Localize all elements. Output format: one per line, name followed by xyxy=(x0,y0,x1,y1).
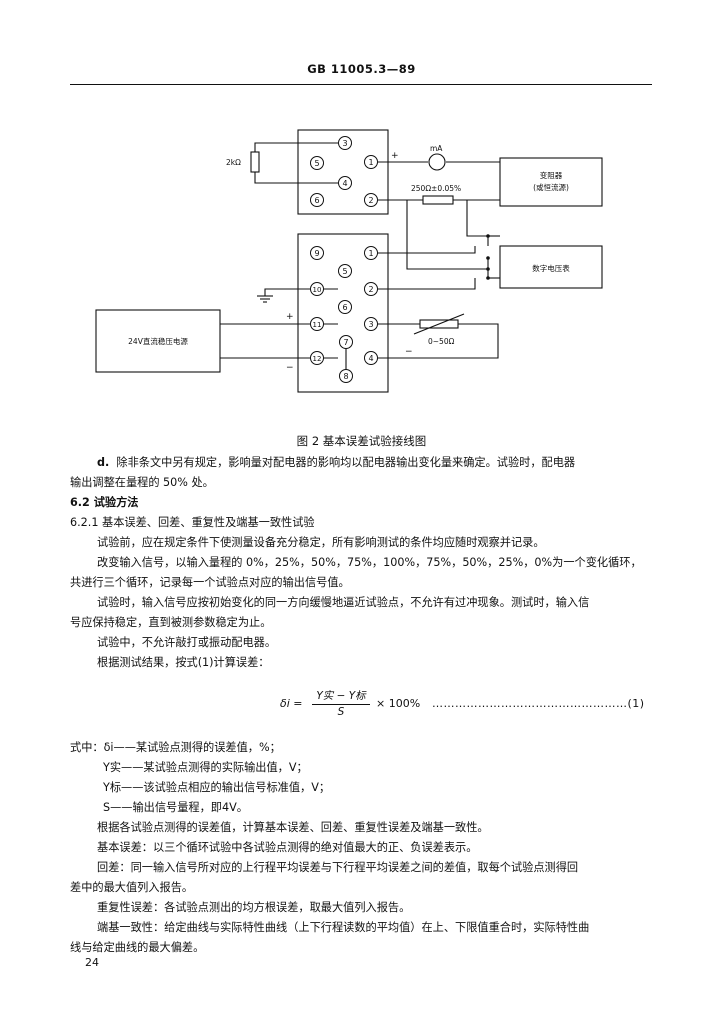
power-supply-box xyxy=(95,309,221,373)
paragraph-approach-line2: 号应保持稳定，直到被测参数稳定为止。 xyxy=(70,616,272,629)
error-formula: δi = Y实 − Y标 S × 100% ……………………………………………(… xyxy=(280,688,652,718)
lower-terminal-10: 10 xyxy=(310,282,324,296)
paragraph-repeatability: 重复性误差：各试验点测出的均方根误差，取最大值列入报告。 xyxy=(97,901,411,914)
upper-terminal-3: 3 xyxy=(338,136,352,150)
label-rheostat: 0~50Ω xyxy=(428,337,455,346)
svg-text:5: 5 xyxy=(342,267,347,276)
svg-text:12: 12 xyxy=(313,355,322,363)
lower-terminal-12: 12 xyxy=(310,351,324,365)
paragraph-approach-line1: 试验时，输入信号应按初始变化的同一方向缓慢地逼近试验点，不允许有过冲现象。测试时… xyxy=(97,596,590,609)
where-y-actual: Y实——某试验点测得的实际输出值，V； xyxy=(103,761,308,774)
upper-terminal-1: 1 xyxy=(364,155,378,169)
transmitter-box xyxy=(499,157,603,207)
paragraph-formula-intro: 根据测试结果，按式(1)计算误差： xyxy=(97,656,270,669)
section-6-2-heading: 6.2 试验方法 xyxy=(70,496,139,509)
lower-terminal-5: 5 xyxy=(338,264,352,278)
svg-text:8: 8 xyxy=(343,372,348,381)
lower-terminal-11: 11 xyxy=(310,317,324,331)
upper-terminal-2: 2 xyxy=(364,193,378,207)
label-ammeter: mA xyxy=(430,144,443,153)
svg-text:2: 2 xyxy=(368,196,373,205)
label-transmitter: 变阻器 xyxy=(540,170,563,180)
lower-terminal-9: 9 xyxy=(310,246,324,260)
label-resistor-250: 250Ω±0.05% xyxy=(411,184,461,193)
label-plus-top: + xyxy=(391,151,399,161)
figure-caption: 图 2 基本误差试验接线图 xyxy=(296,434,427,448)
resistor-2k xyxy=(250,151,260,173)
paragraph-compute-errors: 根据各试验点测得的误差值，计算基本误差、回差、重复性误差及端基一致性。 xyxy=(97,821,489,834)
paragraph-conformity-line2: 线与给定曲线的最大偏差。 xyxy=(70,941,205,954)
paragraph-conformity-line1: 端基一致性：给定曲线与实际特性曲线（上下行程读数的平均值）在上、下限值重合时，实… xyxy=(97,921,590,934)
lower-terminal-1: 1 xyxy=(364,246,378,260)
paragraph-cycle-line1: 改变输入信号，以输入量程的 0%，25%，50%，75%，100%，75%，50… xyxy=(97,556,642,569)
label-transmitter-sub: (或恒流源) xyxy=(533,182,569,192)
upper-terminal-4: 4 xyxy=(338,176,352,190)
label-power-supply: 24V直流稳压电源 xyxy=(128,336,188,346)
lower-terminal-4: 4 xyxy=(364,351,378,365)
svg-text:3: 3 xyxy=(342,139,347,148)
page-number: 24 xyxy=(85,956,99,969)
where-s: S——输出信号量程，即4V。 xyxy=(103,801,248,814)
svg-text:1: 1 xyxy=(368,158,373,167)
lower-terminal-7: 7 xyxy=(339,335,353,349)
ammeter-symbol xyxy=(428,153,446,171)
label-minus-right: − xyxy=(405,347,413,357)
section-6-2-1-heading: 6.2.1 基本误差、回差、重复性及端基一致性试验 xyxy=(70,516,315,529)
paragraph-hysteresis-line1: 回差：同一输入信号所对应的上行程平均误差与下行程平均误差之间的差值，取每个试验点… xyxy=(97,861,579,874)
formula-numerator: Y实 − Y标 xyxy=(312,688,370,705)
svg-text:4: 4 xyxy=(342,179,347,188)
paragraph-no-knock: 试验中，不允许敲打或振动配电器。 xyxy=(97,636,277,649)
label-minus-supply: − xyxy=(286,363,294,373)
formula-denominator: S xyxy=(337,706,345,718)
resistor-250 xyxy=(422,195,454,205)
header-rule xyxy=(70,84,652,85)
paragraph-basic-error: 基本误差：以三个循环试验中各试验点测得的绝对值最大的正、负误差表示。 xyxy=(97,841,478,854)
upper-terminal-6: 6 xyxy=(310,193,324,207)
upper-distributor-box xyxy=(297,129,389,215)
svg-text:11: 11 xyxy=(313,321,322,329)
svg-text:7: 7 xyxy=(343,338,348,347)
lower-terminal-6: 6 xyxy=(338,300,352,314)
where-line: 式中：δi——某试验点测得的误差值，%； xyxy=(70,741,281,754)
lower-terminal-8: 8 xyxy=(339,369,353,383)
paragraph-cycle-line2: 共进行三个循环，记录每一个试验点对应的输出信号值。 xyxy=(70,576,350,589)
lower-terminal-3: 3 xyxy=(364,317,378,331)
label-plus-supply: + xyxy=(286,312,294,322)
svg-text:3: 3 xyxy=(368,320,373,329)
lower-terminal-2: 2 xyxy=(364,282,378,296)
voltmeter-box xyxy=(499,245,603,289)
svg-text:4: 4 xyxy=(368,354,373,363)
svg-text:9: 9 xyxy=(314,249,319,258)
svg-text:10: 10 xyxy=(313,286,322,294)
paragraph-before-test: 试验前，应在规定条件下使测量设备充分稳定，所有影响测试的条件均应随时观察并记录。 xyxy=(97,536,545,549)
label-voltmeter: 数字电压表 xyxy=(532,263,570,273)
formula-lhs: δi = xyxy=(280,697,303,710)
item-d-line1: 除非条文中另有规定，影响量对配电器的影响均以配电器输出变化量来确定。试验时，配电… xyxy=(116,456,576,469)
svg-text:6: 6 xyxy=(314,196,319,205)
wiring-diagram: 3 5 4 6 1 2 9 5 xyxy=(95,129,603,393)
svg-text:1: 1 xyxy=(368,249,373,258)
item-d-label: d. xyxy=(97,456,110,469)
paragraph-hysteresis-line2: 差中的最大值列入报告。 xyxy=(70,881,194,894)
svg-text:5: 5 xyxy=(314,159,319,168)
lower-distributor-box xyxy=(297,233,389,393)
item-d: d. 除非条文中另有规定，影响量对配电器的影响均以配电器输出变化量来确定。试验时… xyxy=(97,453,652,473)
formula-equation-number: ……………………………………………(1) xyxy=(432,697,645,710)
item-d-line2: 输出调整在量程的 50% 处。 xyxy=(70,476,214,489)
svg-text:6: 6 xyxy=(342,303,347,312)
formula-fraction: Y实 − Y标 S xyxy=(312,688,370,718)
label-resistor-2k: 2kΩ xyxy=(226,158,241,167)
formula-multiplier: × 100% xyxy=(376,697,421,710)
standard-number-header: GB 11005.3—89 xyxy=(307,62,416,76)
svg-text:2: 2 xyxy=(368,285,373,294)
upper-terminal-5: 5 xyxy=(310,156,324,170)
where-y-standard: Y标——该试验点相应的输出信号标准值，V； xyxy=(103,781,331,794)
